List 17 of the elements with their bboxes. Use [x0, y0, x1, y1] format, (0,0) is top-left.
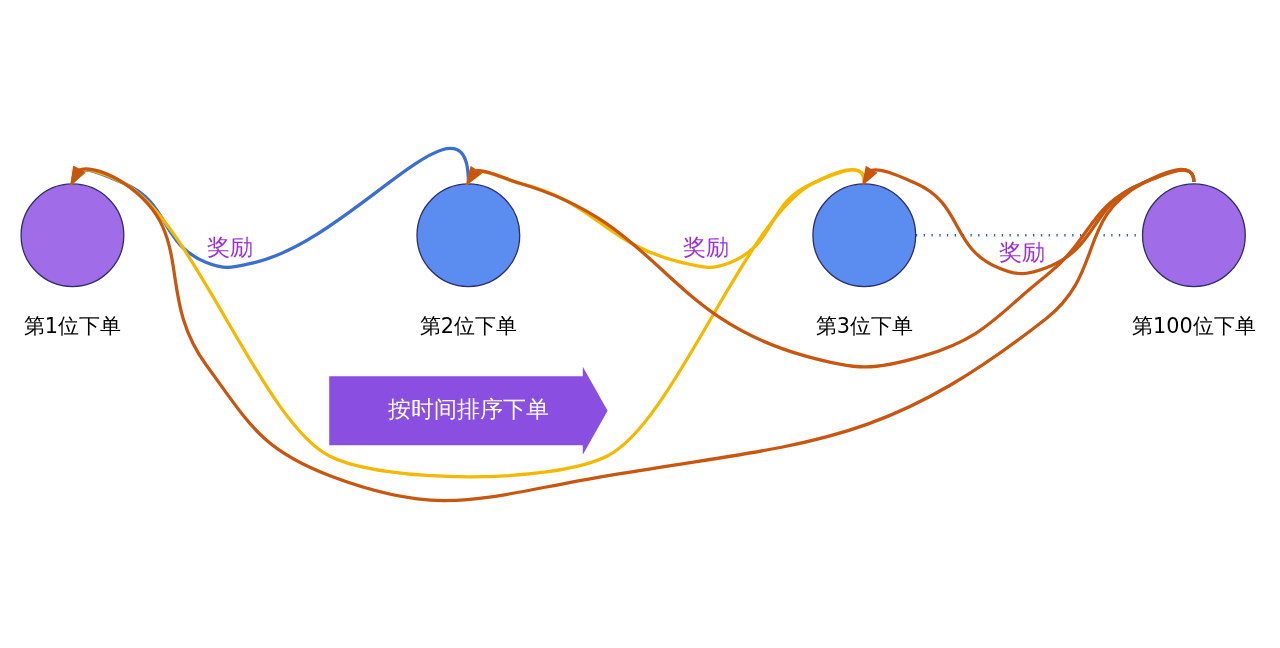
edge-label: 奖励	[999, 237, 1046, 266]
arrow	[465, 165, 866, 269]
edge-label: 奖励	[207, 232, 254, 261]
node-label: 第1位下单	[23, 313, 122, 337]
node-label: 第2位下单	[419, 313, 517, 337]
node-circle	[416, 182, 521, 287]
arrow	[70, 165, 866, 478]
node-label: 第100位下单	[1132, 313, 1256, 337]
node-circle	[20, 182, 125, 287]
node-label: 第3位下单	[815, 313, 913, 337]
node-circle	[1141, 182, 1246, 287]
edge-label: 奖励	[683, 232, 730, 261]
arrow	[861, 165, 1196, 275]
arrow	[465, 165, 1196, 368]
node-circle	[812, 182, 917, 287]
arrow	[69, 146, 470, 269]
arrow	[70, 165, 1196, 502]
